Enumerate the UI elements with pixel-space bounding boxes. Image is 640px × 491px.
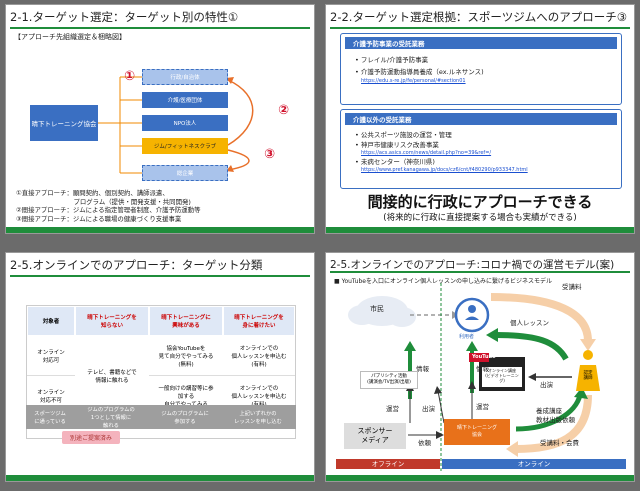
request-label: 依頼 <box>418 439 431 447</box>
appear-label: 出演 <box>540 381 553 389</box>
marker-3: ③ <box>264 147 276 162</box>
header-cell: 晴下トレーニングを 身に着けたい <box>223 306 295 336</box>
note-line: ①直接アプローチ：願問契約、個別契約、講師派遣、 <box>16 189 169 197</box>
gym-row-cell: スポーツジム に通っている <box>34 411 66 425</box>
note-line: プログラム（提供・開発支援・共同開発) <box>16 197 191 206</box>
contract-box-other: 介護以外の受託業務 • 公共スポーツ施設の運営・管理 • 神戸市健康リスク改善事… <box>340 109 622 189</box>
slide-footer-bar <box>6 475 314 481</box>
box-header: 介護予防事業の受託業務 <box>345 37 617 49</box>
org-government[interactable]: 行政/自治体 <box>142 69 228 85</box>
offline-band: オフライン <box>336 459 440 469</box>
bullet-item: • 公共スポーツ施設の運営・管理 <box>355 131 452 139</box>
callout-badge: 別途ご提案済み <box>62 431 121 444</box>
gym-row-cell: ジムのプログラムに 参加する <box>161 411 209 425</box>
marker-2: ② <box>278 103 290 118</box>
contract-box-care: 介護予防事業の受託業務 • フレイル/介護予防事業 • 介護予防運動指導員養成（… <box>340 33 622 105</box>
lesson-label: 個人レッスン <box>510 319 549 327</box>
reference-link[interactable]: https://edu.s-re.jp/fe/personal/#section… <box>361 78 466 84</box>
connector-lines <box>98 76 254 174</box>
youtube-caption: オンライン講座 (ビデオトレーニング) <box>485 368 519 383</box>
org-care-medical[interactable]: 介護/医療団体 <box>142 92 228 108</box>
org-companies[interactable]: 総企業 <box>142 165 228 181</box>
citizens-label: 市民 <box>370 305 384 313</box>
info-label-left: 情報 <box>416 365 429 373</box>
table-cell: 協会YouTubeを 見て自分でやってみる (無料) <box>149 336 223 376</box>
row-label: オンライン 対応可 <box>27 336 75 376</box>
org-gym[interactable]: ジム/フィットネスクラブ <box>142 138 228 154</box>
online-band: オンライン <box>442 459 626 469</box>
slide-footer-bar <box>326 475 634 481</box>
association-node[interactable]: 晴下トレーニング協会 <box>30 105 98 141</box>
org-npo[interactable]: NPO法人 <box>142 115 228 131</box>
reference-link[interactable]: https://acs.asics.com/news/detail.php?no… <box>361 150 492 156</box>
slide-title: 2-5.オンラインでのアプローチ：ターゲット分類 <box>10 258 263 272</box>
operate-label-right: 運営 <box>476 403 489 411</box>
note-line: ③間接アプローチ：ジムによる職場の健康づくり支援事業 <box>16 214 182 223</box>
box-header: 介護以外の受託業務 <box>345 113 617 125</box>
header-cell: 対象者 <box>27 306 75 336</box>
slide-target-rationale[interactable]: 2-2.ターゲット選定根拠：スポーツジムへのアプローチ③ 介護予防事業の受託業務… <box>325 4 635 234</box>
headline-sub: (将来的に行政に直接提案する場合も実績ができる) <box>383 213 577 223</box>
slide-title: 2-5.オンラインでのアプローチ:コロナ禍での運営モデル(案) <box>330 259 615 271</box>
fee-label: 受講料 <box>562 283 582 291</box>
marker-1: ① <box>124 69 136 84</box>
slide-footer-bar <box>6 227 314 233</box>
training-label: 養成講座 教材出版依頼 <box>536 407 575 424</box>
gym-row-cell: 上記いずれかの レッスンを申し込む <box>234 411 282 425</box>
slide-online-target-classes[interactable]: 2-5.オンラインでのアプローチ：ターゲット分類 対象者 晴下トレーニングを 知… <box>5 252 315 482</box>
slide-title: 2-2.ターゲット選定根拠：スポーツジムへのアプローチ③ <box>330 10 628 24</box>
bullet-item: • 介護予防運動指導員養成（ex.ルネサンス) <box>355 68 484 76</box>
info-label-right: 情報 <box>476 365 489 373</box>
classification-table: 対象者 晴下トレーニングを 知らない 晴下トレーニングに 興味がある 晴下トレー… <box>26 305 296 439</box>
operate-label-left: 運営 <box>386 405 399 413</box>
sponsor-media-box[interactable]: スポンサー メディア <box>344 423 406 449</box>
publicity-box[interactable]: パブリシティ活動 (講演会/TV出演/出版) <box>360 371 418 389</box>
slide-footer-bar <box>326 227 634 233</box>
title-underline <box>10 27 310 29</box>
title-underline <box>330 271 630 273</box>
bullet-item: • 未病センター（神奈川県) <box>355 158 435 166</box>
title-underline <box>330 27 630 29</box>
table-cell: テレビ、書籍などで 情報に触れる <box>87 370 137 384</box>
appear-label-left: 出演 <box>422 405 435 413</box>
association-box[interactable]: 晴下トレーニング 協会 <box>444 419 510 445</box>
slide-target-characteristics[interactable]: 2-1.ターゲット選定：ターゲット別の特性① 【アプローチ先組織選定＆梱略図】 … <box>5 4 315 234</box>
row-label: オンライン 対応不可 <box>37 390 65 404</box>
gym-row: スポーツジム に通っている ジムのプログラムの 1つとして情報に 触れる ジムの… <box>26 405 296 429</box>
membership-fee-label: 受講料・会費 <box>540 439 579 447</box>
reference-link[interactable]: https://www.pref.kanagawa.jp/docs/cz6/cn… <box>361 167 528 173</box>
slide-covid-operating-model[interactable]: 2-5.オンラインでのアプローチ:コロナ禍での運営モデル(案) ■ YouTub… <box>325 252 635 482</box>
slide-title: 2-1.ターゲット選定：ターゲット別の特性① <box>10 10 239 24</box>
bullet-item: • フレイル/介護予防事業 <box>355 56 429 64</box>
headline: 間接的に行政にアプローチできる <box>367 193 593 211</box>
slide-subtitle: 【アプローチ先組織選定＆梱略図】 <box>14 33 126 41</box>
table-cell: オンラインでの 個人レッスンを申込む (有料) <box>223 336 295 376</box>
title-underline <box>10 275 310 277</box>
gym-row-cell: ジムのプログラムの 1つとして情報に 触れる <box>87 407 135 429</box>
bullet-item: • 神戸市健康リスク改善事業 <box>355 141 439 149</box>
certified-instructor: 認定 講師 <box>583 371 593 381</box>
header-cell: 晴下トレーニングに 興味がある <box>149 306 223 336</box>
slide-subtitle: ■ YouTubeを入口にオンライン個人レッスンの申し込みに繋げるビジネスモデル <box>334 278 552 285</box>
note-line: ②間接アプローチ：ジムによる指定管理者制度、介護予防運動等 <box>16 206 201 214</box>
header-cell: 晴下トレーニングを 知らない <box>75 306 149 336</box>
youtube-logo: YouTube <box>472 354 496 360</box>
user-label: 利用者 <box>459 334 475 340</box>
model-diagram-graphics <box>348 283 600 471</box>
approach-notes: ①直接アプローチ：願問契約、個別契約、講師派遣、 プログラム（提供・開発支援・共… <box>16 189 200 223</box>
